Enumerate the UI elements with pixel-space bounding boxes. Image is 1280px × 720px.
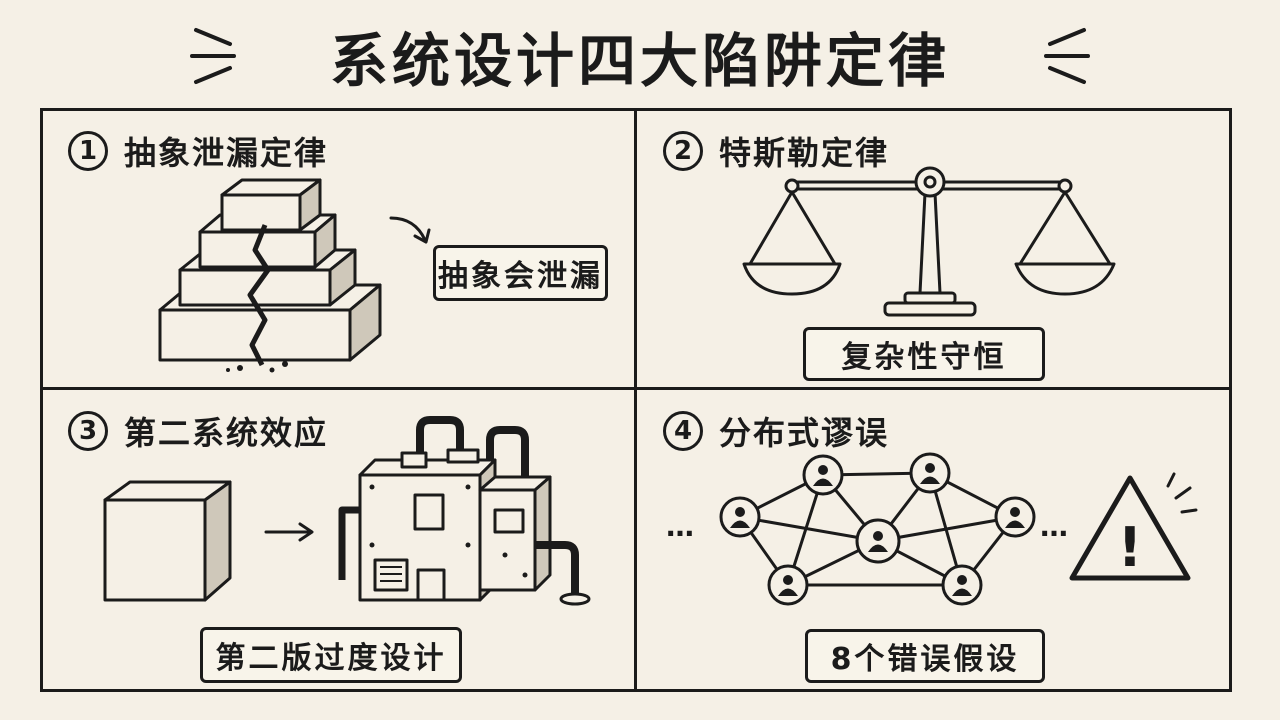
title-right-deco-icon: [1044, 28, 1090, 84]
user-nodes: [719, 452, 1036, 606]
warning-icon: !: [1069, 472, 1198, 581]
panel-3-title: 第二系统效应: [124, 414, 329, 452]
panel-4-label: 8个错误假设: [805, 629, 1045, 683]
network-ellipsis-left: …: [666, 510, 694, 543]
user-node-icon: [767, 564, 809, 606]
user-node-icon: [719, 496, 761, 538]
page-title: 系统设计四大陷阱定律: [329, 27, 950, 95]
panel-1-title: 抽象泄漏定律: [124, 134, 329, 172]
panel-3-heading: 3 第二系统效应: [68, 408, 328, 454]
arrow-right-icon: [264, 522, 314, 542]
panel-3-label: 第二版过度设计: [200, 627, 462, 683]
title-left-deco-icon: [190, 28, 236, 84]
user-node-icon: [994, 496, 1036, 538]
panel-2-label: 复杂性守恒: [803, 327, 1045, 381]
user-node-icon: [941, 564, 983, 606]
warning-glyph: !: [1118, 516, 1143, 579]
panel-2-heading: 2 特斯勒定律: [663, 128, 889, 174]
user-node-icon: [802, 454, 844, 496]
panel-4-heading: 4 分布式谬误: [663, 408, 889, 454]
panel-3-number: 3: [68, 411, 108, 451]
network-ellipsis-right: …: [1040, 510, 1068, 543]
vertical-divider: [634, 108, 637, 692]
cracked-pyramid-icon: [158, 178, 382, 373]
panel-4-title: 分布式谬误: [719, 414, 890, 452]
panel-2-title: 特斯勒定律: [719, 134, 890, 172]
balance-scale-icon: [742, 166, 1116, 317]
user-node-icon: [855, 518, 901, 564]
leak-arrow-icon: [389, 216, 431, 244]
panel-1-heading: 1 抽象泄漏定律: [68, 128, 328, 174]
user-node-icon: [909, 452, 951, 494]
panel-1-number: 1: [68, 131, 108, 171]
overbuilt-machine-icon: [338, 416, 591, 606]
user-network-icon: [719, 452, 1036, 606]
panel-2-number: 2: [663, 131, 703, 171]
simple-cube-icon: [103, 480, 232, 602]
horizontal-divider: [40, 387, 1232, 390]
panel-1-label: 抽象会泄漏: [433, 245, 608, 301]
panel-4-number: 4: [663, 411, 703, 451]
